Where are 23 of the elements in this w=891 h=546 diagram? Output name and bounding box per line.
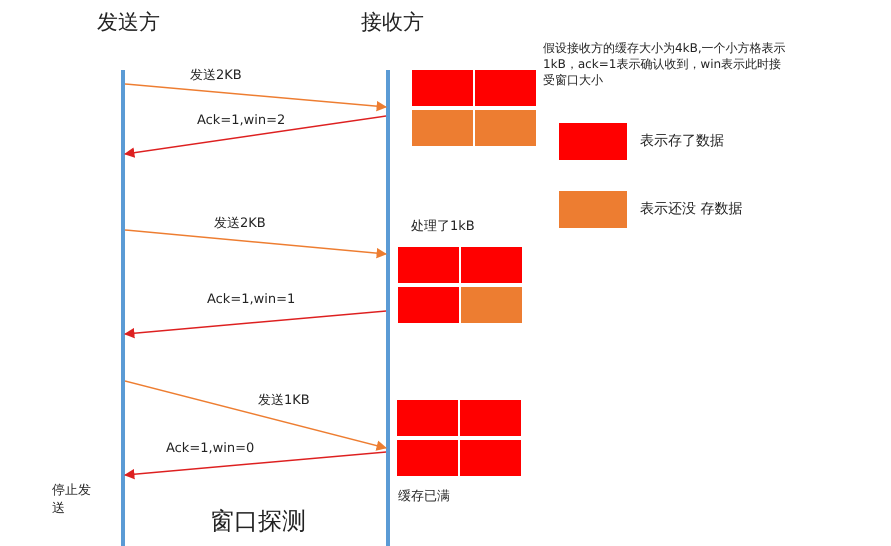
edge-label: Ack=1,win=2: [197, 113, 286, 128]
label-text: 窗口探测: [210, 506, 306, 537]
edge-label: 发送2KB: [214, 215, 266, 232]
lifeline: [121, 70, 125, 546]
arrow: [124, 380, 388, 451]
lifeline: [386, 70, 390, 546]
legend-text: 表示存了数据: [640, 132, 724, 150]
edge-label: Ack=1,win=0: [166, 441, 254, 456]
arrow: [124, 451, 386, 480]
arrow: [124, 229, 388, 258]
arrow: [124, 310, 386, 338]
arrow: [124, 115, 386, 158]
edge-label: 发送1KB: [258, 392, 310, 409]
label-text: 假设接收方的缓存大小为4kB,一个小方格表示1kB，ack=1表示确认收到，win表示此时接受窗口大小: [543, 40, 787, 89]
label-text: 处理了1kB: [411, 218, 475, 236]
legend-text: 表示还没 存数据: [640, 200, 742, 218]
label-text: 发送方: [97, 9, 160, 36]
label-text: 缓存已满: [398, 488, 450, 506]
label-text: 接收方: [361, 9, 424, 36]
edge-label: 发送2KB: [190, 67, 242, 84]
label-text: 停止发送: [52, 482, 92, 518]
edge-label: Ack=1,win=1: [207, 292, 296, 307]
arrow: [124, 83, 388, 112]
